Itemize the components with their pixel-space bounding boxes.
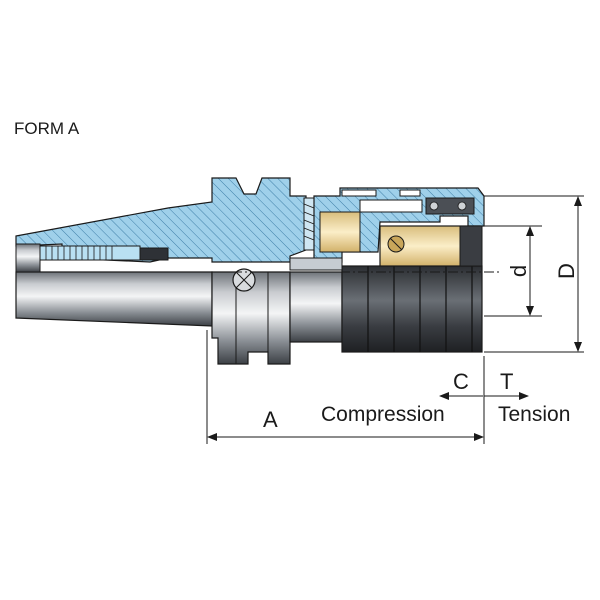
dimension-label-d-large: D [554,263,579,279]
dimension-lines [206,195,584,444]
tension-label: Tension [498,403,570,426]
compression-label: Compression [321,403,445,426]
section-upper-half [15,177,485,273]
steel-lower-half [15,265,483,365]
dimension-label-c: C [453,369,469,394]
dimension-label-t: T [500,369,513,394]
dimension-label-a: A [263,407,278,432]
dimension-label-d-small: d [506,265,531,277]
form-label: FORM A [14,119,80,138]
